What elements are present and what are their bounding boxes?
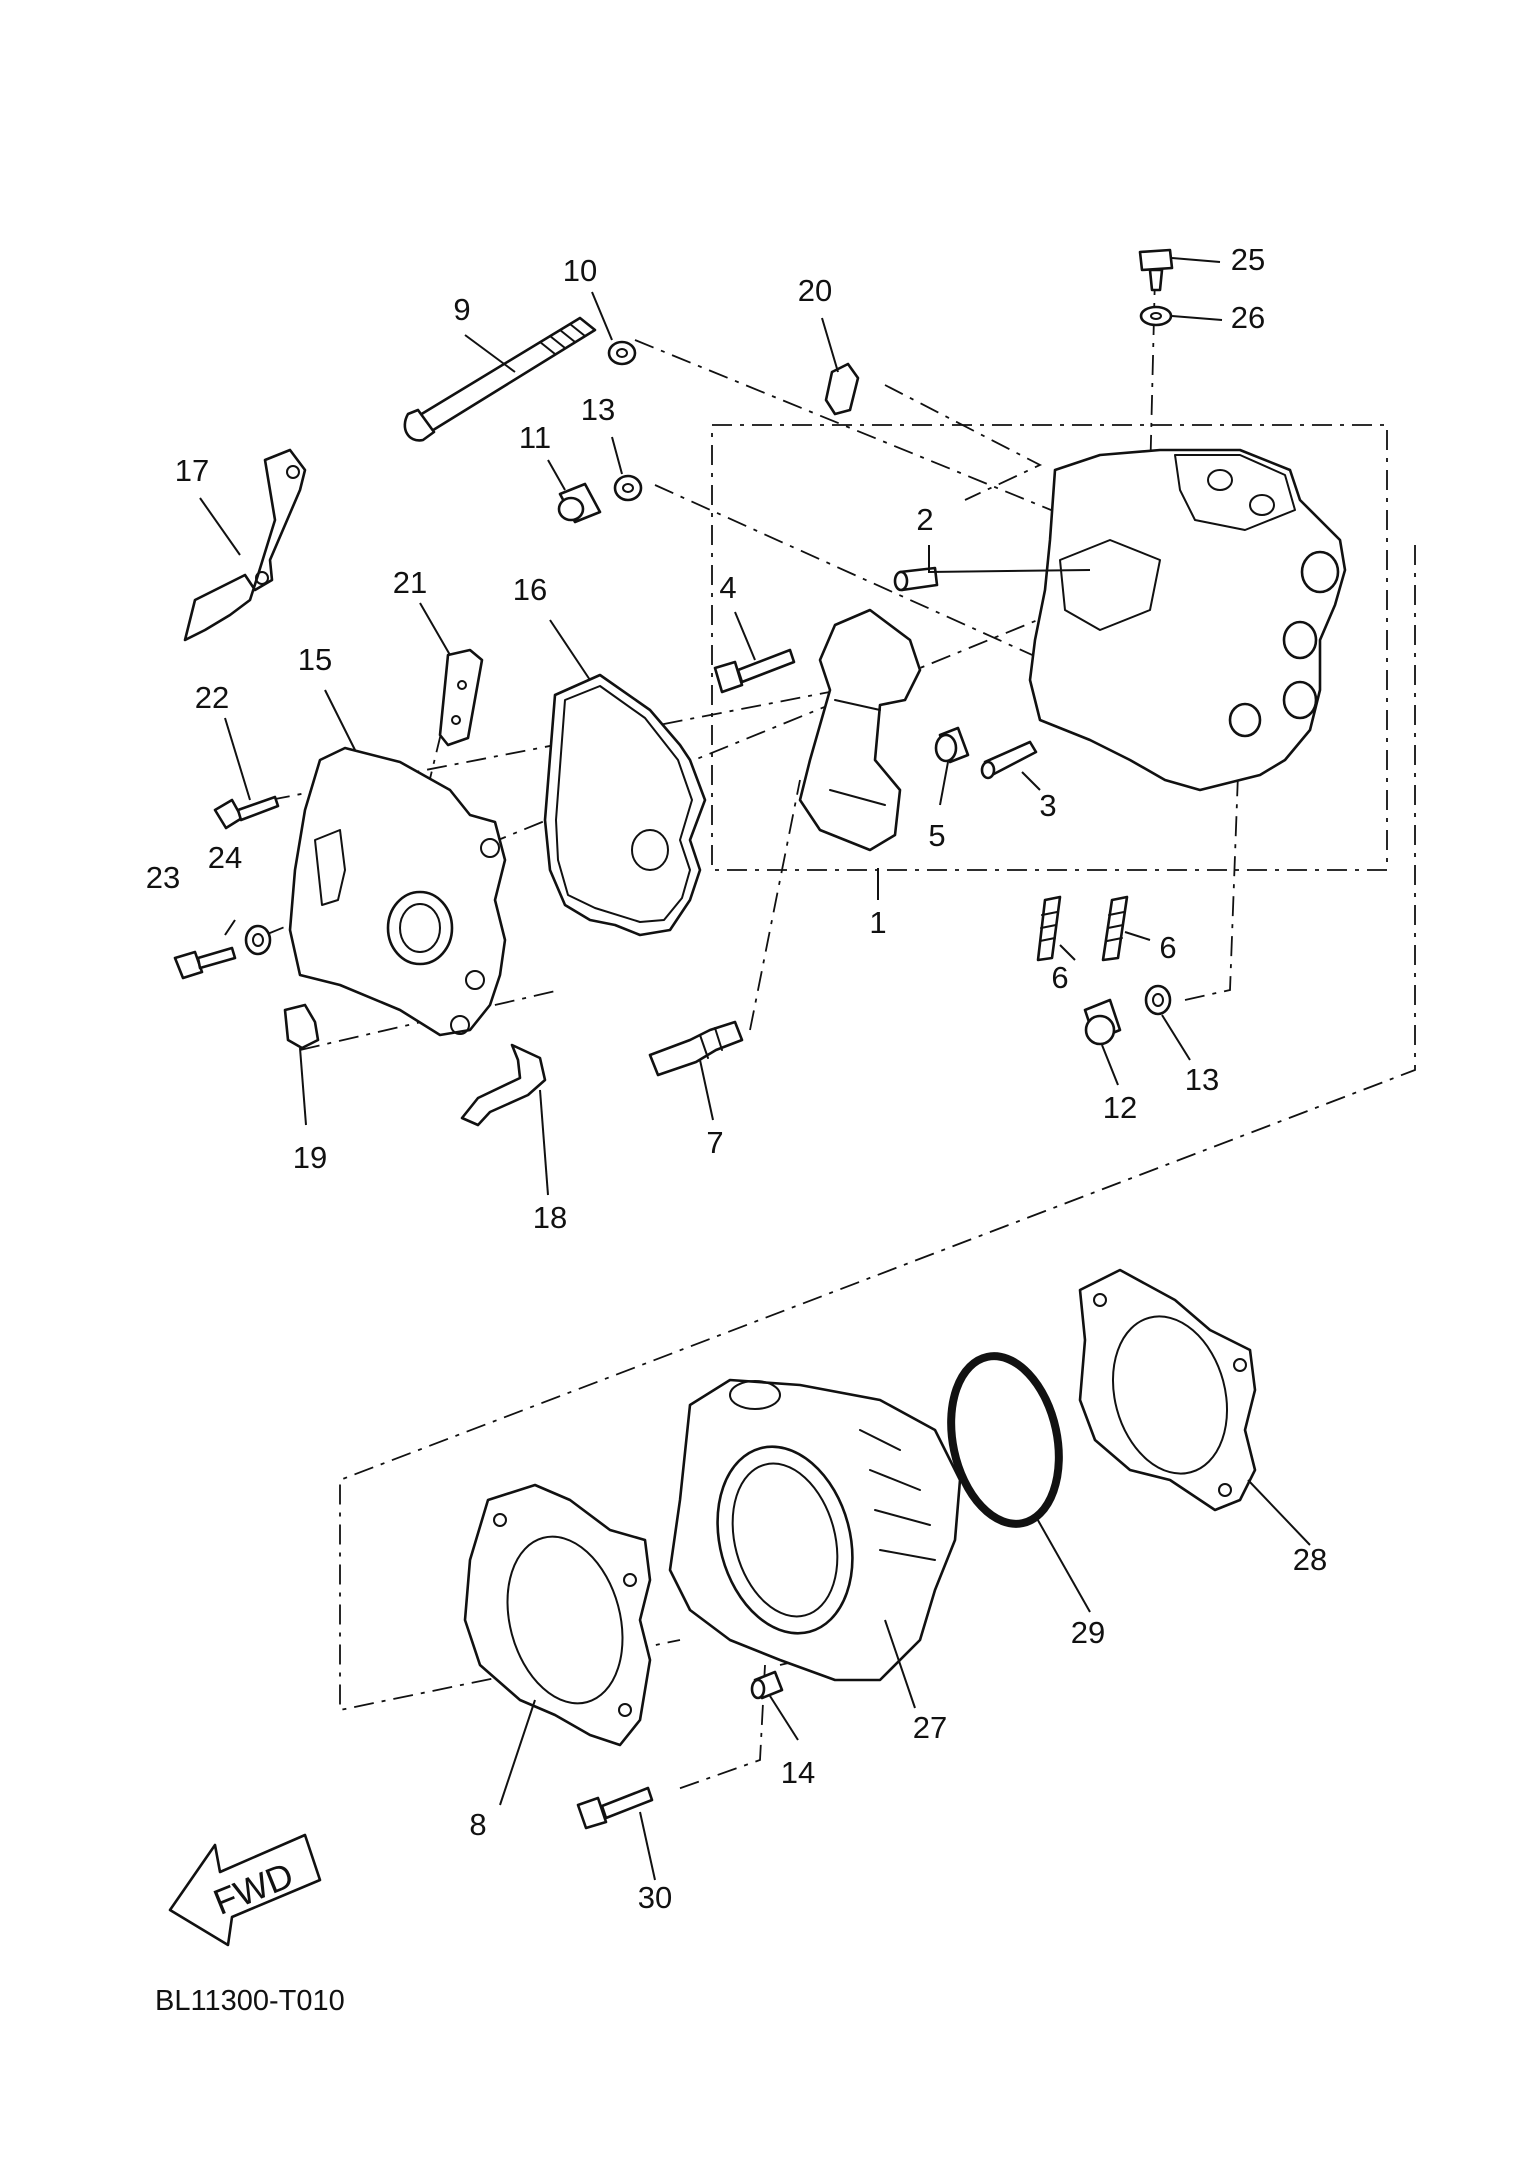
- callout-24: 24: [208, 840, 242, 875]
- part-19-clip: [283, 1003, 320, 1050]
- callout-1: 1: [869, 905, 886, 940]
- callout-4: 4: [719, 570, 736, 605]
- part-5-plug: [934, 726, 970, 764]
- callout-labels: 1 2 3 4 5 6 6 7 8 9 10 11 12 13 13 14 15…: [146, 242, 1327, 1915]
- part-22-bolt: [213, 795, 280, 830]
- line-bolt-25: [1149, 274, 1156, 481]
- cylinder-group-outline: [339, 545, 1416, 1712]
- diagram-code: BL11300-T010: [155, 1985, 345, 2017]
- callout-15: 15: [298, 642, 332, 677]
- part-28-gasket: [1078, 1268, 1257, 1512]
- part-20-cap: [824, 362, 860, 416]
- callout-9: 9: [453, 292, 470, 327]
- part-3-pin: [980, 740, 1038, 780]
- callout-28: 28: [1293, 1542, 1327, 1577]
- part-25-bolt: [1138, 248, 1174, 292]
- callout-3: 3: [1039, 788, 1056, 823]
- callout-23: 23: [146, 860, 180, 895]
- part-15-head-cover: [288, 746, 507, 1037]
- head-group-outline: [711, 424, 1388, 871]
- part-1-cam-holder: [798, 608, 922, 852]
- callout-16: 16: [513, 572, 547, 607]
- part-24-washer: [244, 924, 272, 956]
- callout-18: 18: [533, 1200, 567, 1235]
- part-2-pin: [893, 566, 939, 592]
- callout-5: 5: [928, 818, 945, 853]
- callout-6b: 6: [1159, 930, 1176, 965]
- part-23-bolt: [173, 946, 237, 980]
- callout-7: 7: [706, 1125, 723, 1160]
- callout-11: 11: [519, 420, 551, 455]
- part-21-guide: [438, 648, 484, 747]
- callout-10: 10: [563, 253, 597, 288]
- callout-19: 19: [293, 1140, 327, 1175]
- line-spark-plug: [749, 779, 801, 1031]
- part-1-cylinder-head: [1028, 448, 1347, 792]
- part-10-washer: [607, 340, 637, 366]
- part-14-dowel: [750, 1670, 784, 1700]
- part-26-washer: [1139, 305, 1173, 327]
- part-13-washer-bottom: [1144, 984, 1172, 1016]
- callout-21: 21: [393, 565, 427, 600]
- callout-22: 22: [195, 680, 229, 715]
- callout-17: 17: [175, 453, 209, 488]
- callout-13b: 13: [1185, 1062, 1219, 1097]
- callout-12: 12: [1103, 1090, 1137, 1125]
- part-8-gasket: [463, 1483, 652, 1747]
- line-washer-10: [634, 339, 1101, 531]
- part-11-collar: [557, 482, 602, 524]
- part-30-bolt: [576, 1786, 654, 1830]
- part-29-o-ring: [947, 1352, 1063, 1528]
- callout-26: 26: [1231, 300, 1265, 335]
- line-bolt-30: [674, 1664, 766, 1791]
- callout-8: 8: [469, 1807, 486, 1842]
- part-9-bolt: [403, 316, 597, 442]
- part-16-gasket: [543, 673, 707, 937]
- part-17-bracket: [183, 448, 307, 642]
- callout-27: 27: [913, 1710, 947, 1745]
- line-part-20: [884, 384, 1043, 501]
- callout-20: 20: [798, 273, 832, 308]
- part-6-stud-a: [1036, 895, 1062, 962]
- part-27-cylinder: [668, 1378, 962, 1682]
- part-18-bracket: [460, 1043, 547, 1127]
- part-13-washer-top: [613, 474, 643, 502]
- line-plug-12: [1184, 719, 1241, 1001]
- part-12-plug: [1083, 998, 1122, 1046]
- part-6-stud-b: [1101, 895, 1129, 962]
- callout-30: 30: [638, 1880, 672, 1915]
- part-7-spark-plug: [648, 1020, 744, 1077]
- leader-lines: [199, 257, 1311, 1881]
- callout-14: 14: [781, 1755, 815, 1790]
- callout-6a: 6: [1051, 960, 1068, 995]
- callout-29: 29: [1071, 1615, 1105, 1650]
- callout-25: 25: [1231, 242, 1265, 277]
- fwd-direction-arrow: FWD: [168, 1833, 322, 1947]
- part-4-bolt: [713, 648, 796, 694]
- callout-13a: 13: [581, 392, 615, 427]
- callout-2: 2: [916, 502, 933, 537]
